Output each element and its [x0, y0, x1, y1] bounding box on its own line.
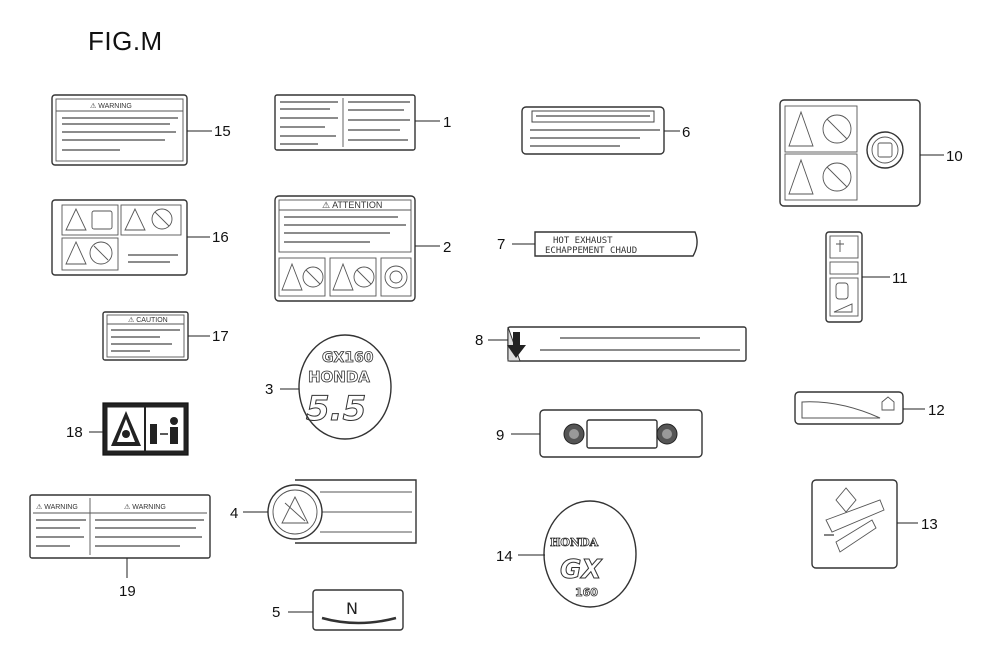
label-5-neutral[interactable]: N	[312, 589, 404, 631]
callout-6: 6	[682, 124, 690, 141]
label-17-heading: ⚠ CAUTION	[128, 316, 168, 324]
label-7-line1: HOT EXHAUST	[553, 236, 613, 246]
emblem-3-brand: HONDA	[308, 368, 370, 386]
callout-4: 4	[230, 505, 238, 522]
label-1-info[interactable]	[274, 94, 416, 151]
callout-12: 12	[928, 402, 945, 419]
label-2-heading: ⚠ ATTENTION	[322, 200, 382, 210]
label-6-caution[interactable]	[521, 106, 665, 155]
callout-19: 19	[119, 583, 136, 600]
label-19-left-heading: ⚠ WARNING	[36, 503, 78, 511]
label-2-attention[interactable]: ⚠ ATTENTION	[274, 195, 416, 302]
label-13-fuel[interactable]	[811, 479, 898, 569]
label-19-warning-pair[interactable]: ⚠ WARNING ⚠ WARNING	[29, 494, 211, 559]
figure-title: FIG.M	[88, 26, 163, 56]
callout-2: 2	[443, 239, 451, 256]
callout-5: 5	[272, 604, 280, 621]
callout-8: 8	[475, 332, 483, 349]
label-4-fuel-warning[interactable]	[267, 479, 417, 544]
emblem-3-power: 5.5	[306, 389, 366, 429]
label-15-warning[interactable]: ⚠ WARNING	[51, 94, 188, 166]
callout-16: 16	[212, 229, 229, 246]
callout-14: 14	[496, 548, 513, 565]
label-14-emblem[interactable]: HONDA GX 160	[543, 500, 637, 608]
label-17-caution[interactable]: ⚠ CAUTION	[102, 311, 189, 361]
callout-15: 15	[214, 123, 231, 140]
label-19-right-heading: ⚠ WARNING	[124, 503, 166, 511]
emblem-14-number: 160	[575, 586, 598, 599]
label-10-pictograms[interactable]	[779, 99, 921, 207]
label-15-heading: ⚠ WARNING	[90, 102, 132, 110]
callout-17: 17	[212, 328, 229, 345]
callout-3: 3	[265, 381, 273, 398]
label-5-letter: N	[346, 599, 358, 618]
callout-18: 18	[66, 424, 83, 441]
emblem-14-model: GX	[560, 555, 603, 585]
emblem-14-brand: HONDA	[550, 536, 599, 549]
callout-7: 7	[497, 236, 505, 253]
callout-9: 9	[496, 427, 504, 444]
label-7-line2: ECHAPPEMENT CHAUD	[545, 246, 637, 256]
label-3-emblem[interactable]: GX160 HONDA 5.5	[298, 334, 392, 440]
callout-1: 1	[443, 114, 451, 131]
label-9-switch[interactable]	[539, 409, 703, 458]
emblem-3-model: GX160	[322, 350, 374, 366]
label-11-choke[interactable]	[825, 231, 863, 323]
callout-13: 13	[921, 516, 938, 533]
callout-11: 11	[892, 270, 908, 287]
callout-10: 10	[946, 148, 963, 165]
label-18-keep-distance[interactable]	[102, 402, 189, 456]
label-7-hot-exhaust[interactable]: HOT EXHAUST ECHAPPEMENT CHAUD	[534, 231, 698, 257]
label-16-pictograms[interactable]	[51, 199, 188, 276]
label-12-throttle[interactable]	[794, 391, 904, 425]
label-8-strip[interactable]	[507, 326, 747, 362]
